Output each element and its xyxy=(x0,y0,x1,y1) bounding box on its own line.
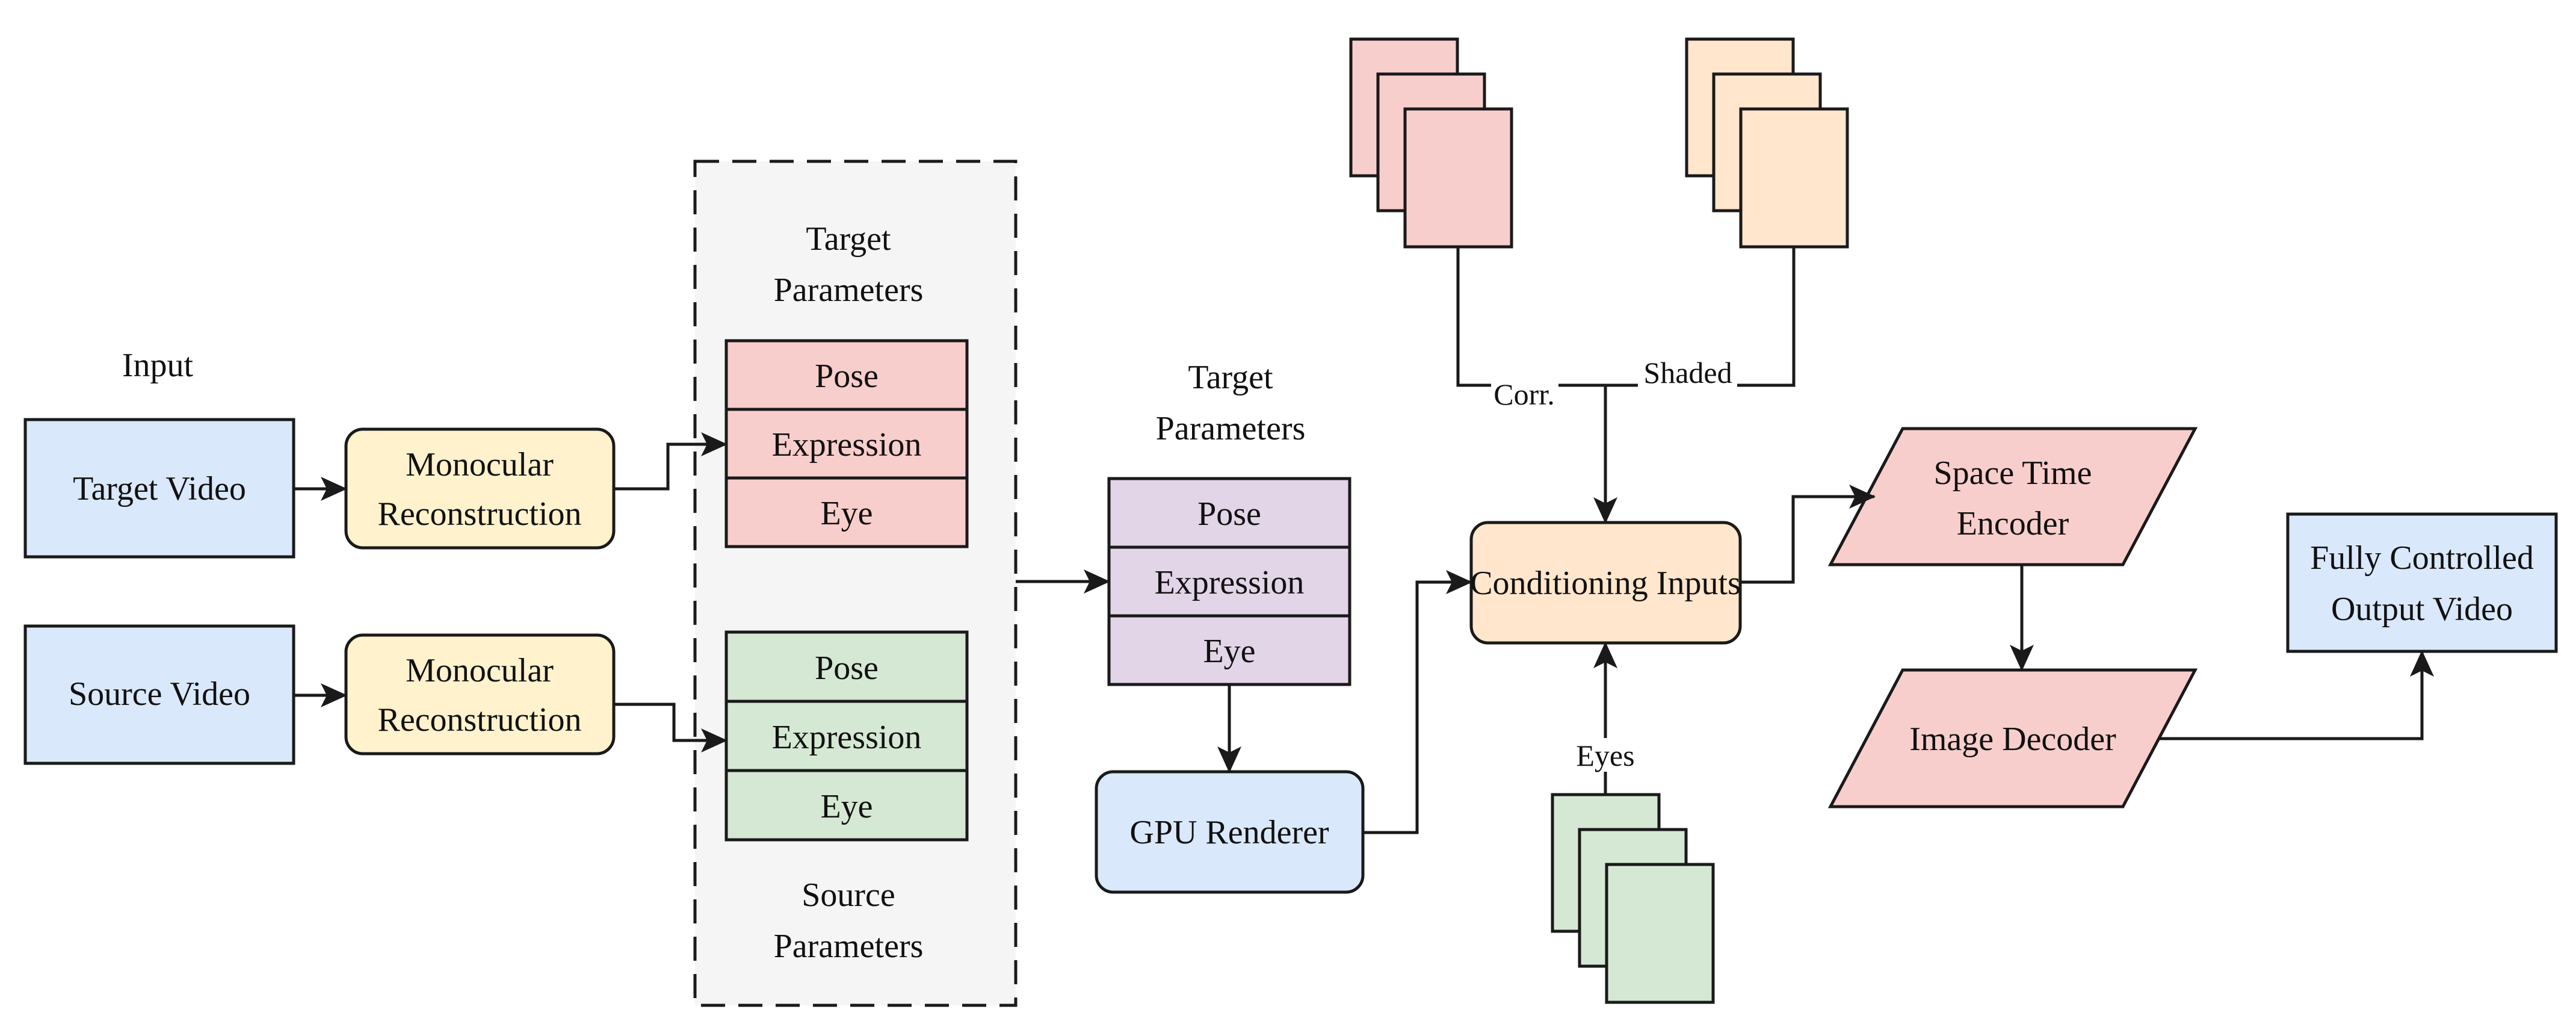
line-correspondence-down xyxy=(1456,247,1605,387)
space-time-encoder-line1: Space Time xyxy=(1934,455,2092,492)
source-reconstruction-box: Monocular Reconstruction xyxy=(344,633,616,755)
target-video-label: Target Video xyxy=(73,470,246,507)
output-video-line1: Fully Controlled xyxy=(2310,539,2534,577)
target-video-box: Target Video xyxy=(23,418,295,559)
parameter-group: Target Parameters Source Parameters Pose… xyxy=(693,160,1018,1007)
group-source-title-line2: Parameters xyxy=(774,928,924,965)
source-param-eye: Eye xyxy=(820,788,873,825)
gpu-renderer-box: GPU Renderer xyxy=(1095,770,1365,894)
merged-parameters: Target Parameters Pose Expression Eye xyxy=(1107,359,1351,686)
source-reconstruction-line2: Reconstruction xyxy=(377,701,581,739)
shaded-label: Shaded xyxy=(1643,356,1732,389)
corr-label-bg xyxy=(1491,376,1558,410)
target-reconstruction-line2: Reconstruction xyxy=(377,495,581,533)
space-time-encoder-box: Space Time Encoder xyxy=(1827,427,2198,566)
source-param-expression: Expression xyxy=(772,719,922,756)
arrow-target-reconstruction-to-target-params xyxy=(614,432,727,491)
conditioning-inputs-label: Conditioning Inputs xyxy=(1470,565,1741,602)
image-decoder-label: Image Decoder xyxy=(1909,721,2116,758)
source-parameters-table: Pose Expression Eye xyxy=(724,630,969,842)
target-reconstruction-box: Monocular Reconstruction xyxy=(344,427,616,550)
merged-title-line1: Target xyxy=(1188,359,1273,396)
group-target-title-line2: Parameters xyxy=(774,271,924,309)
gpu-renderer-label: GPU Renderer xyxy=(1129,814,1329,851)
target-param-expression: Expression xyxy=(772,426,922,464)
corr-label: Corr. xyxy=(1493,377,1554,411)
eyes-image-stack xyxy=(1551,793,1715,1004)
source-video-box: Source Video xyxy=(23,624,295,765)
shaded-label-bg xyxy=(1638,360,1737,394)
input-label: Input xyxy=(122,347,194,384)
merged-title-line2: Parameters xyxy=(1156,410,1306,447)
output-video-line2: Output Video xyxy=(2331,591,2513,628)
space-time-encoder-line2: Encoder xyxy=(1957,505,2069,542)
target-param-pose: Pose xyxy=(815,358,879,395)
image-decoder-box: Image Decoder xyxy=(1827,668,2198,808)
eyes-label: Eyes xyxy=(1576,739,1634,772)
arrow-decoder-to-output xyxy=(2159,650,2434,740)
target-param-eye: Eye xyxy=(820,495,873,532)
arrow-renderer-to-conditioning xyxy=(1363,570,1472,834)
merged-param-eye: Eye xyxy=(1203,633,1255,670)
target-parameters-table: Pose Expression Eye xyxy=(724,339,969,548)
merged-param-expression: Expression xyxy=(1155,564,1305,601)
eyes-label-bg xyxy=(1571,738,1640,772)
merged-param-pose: Pose xyxy=(1197,495,1261,533)
correspondence-image-stack xyxy=(1349,37,1513,249)
group-target-title-line1: Target xyxy=(806,220,891,258)
target-reconstruction-line1: Monocular xyxy=(406,446,554,483)
output-video-box: Fully Controlled Output Video xyxy=(2286,512,2558,653)
shaded-image-stack xyxy=(1685,37,1849,249)
source-reconstruction-line1: Monocular xyxy=(406,652,554,689)
arrow-source-reconstruction-to-source-params xyxy=(614,703,727,752)
group-source-title-line1: Source xyxy=(802,876,895,914)
arrow-conditioning-to-encoder xyxy=(1740,485,1876,584)
conditioning-inputs-box: Conditioning Inputs xyxy=(1469,521,1742,645)
source-video-label: Source Video xyxy=(69,675,250,713)
source-param-pose: Pose xyxy=(815,650,879,687)
